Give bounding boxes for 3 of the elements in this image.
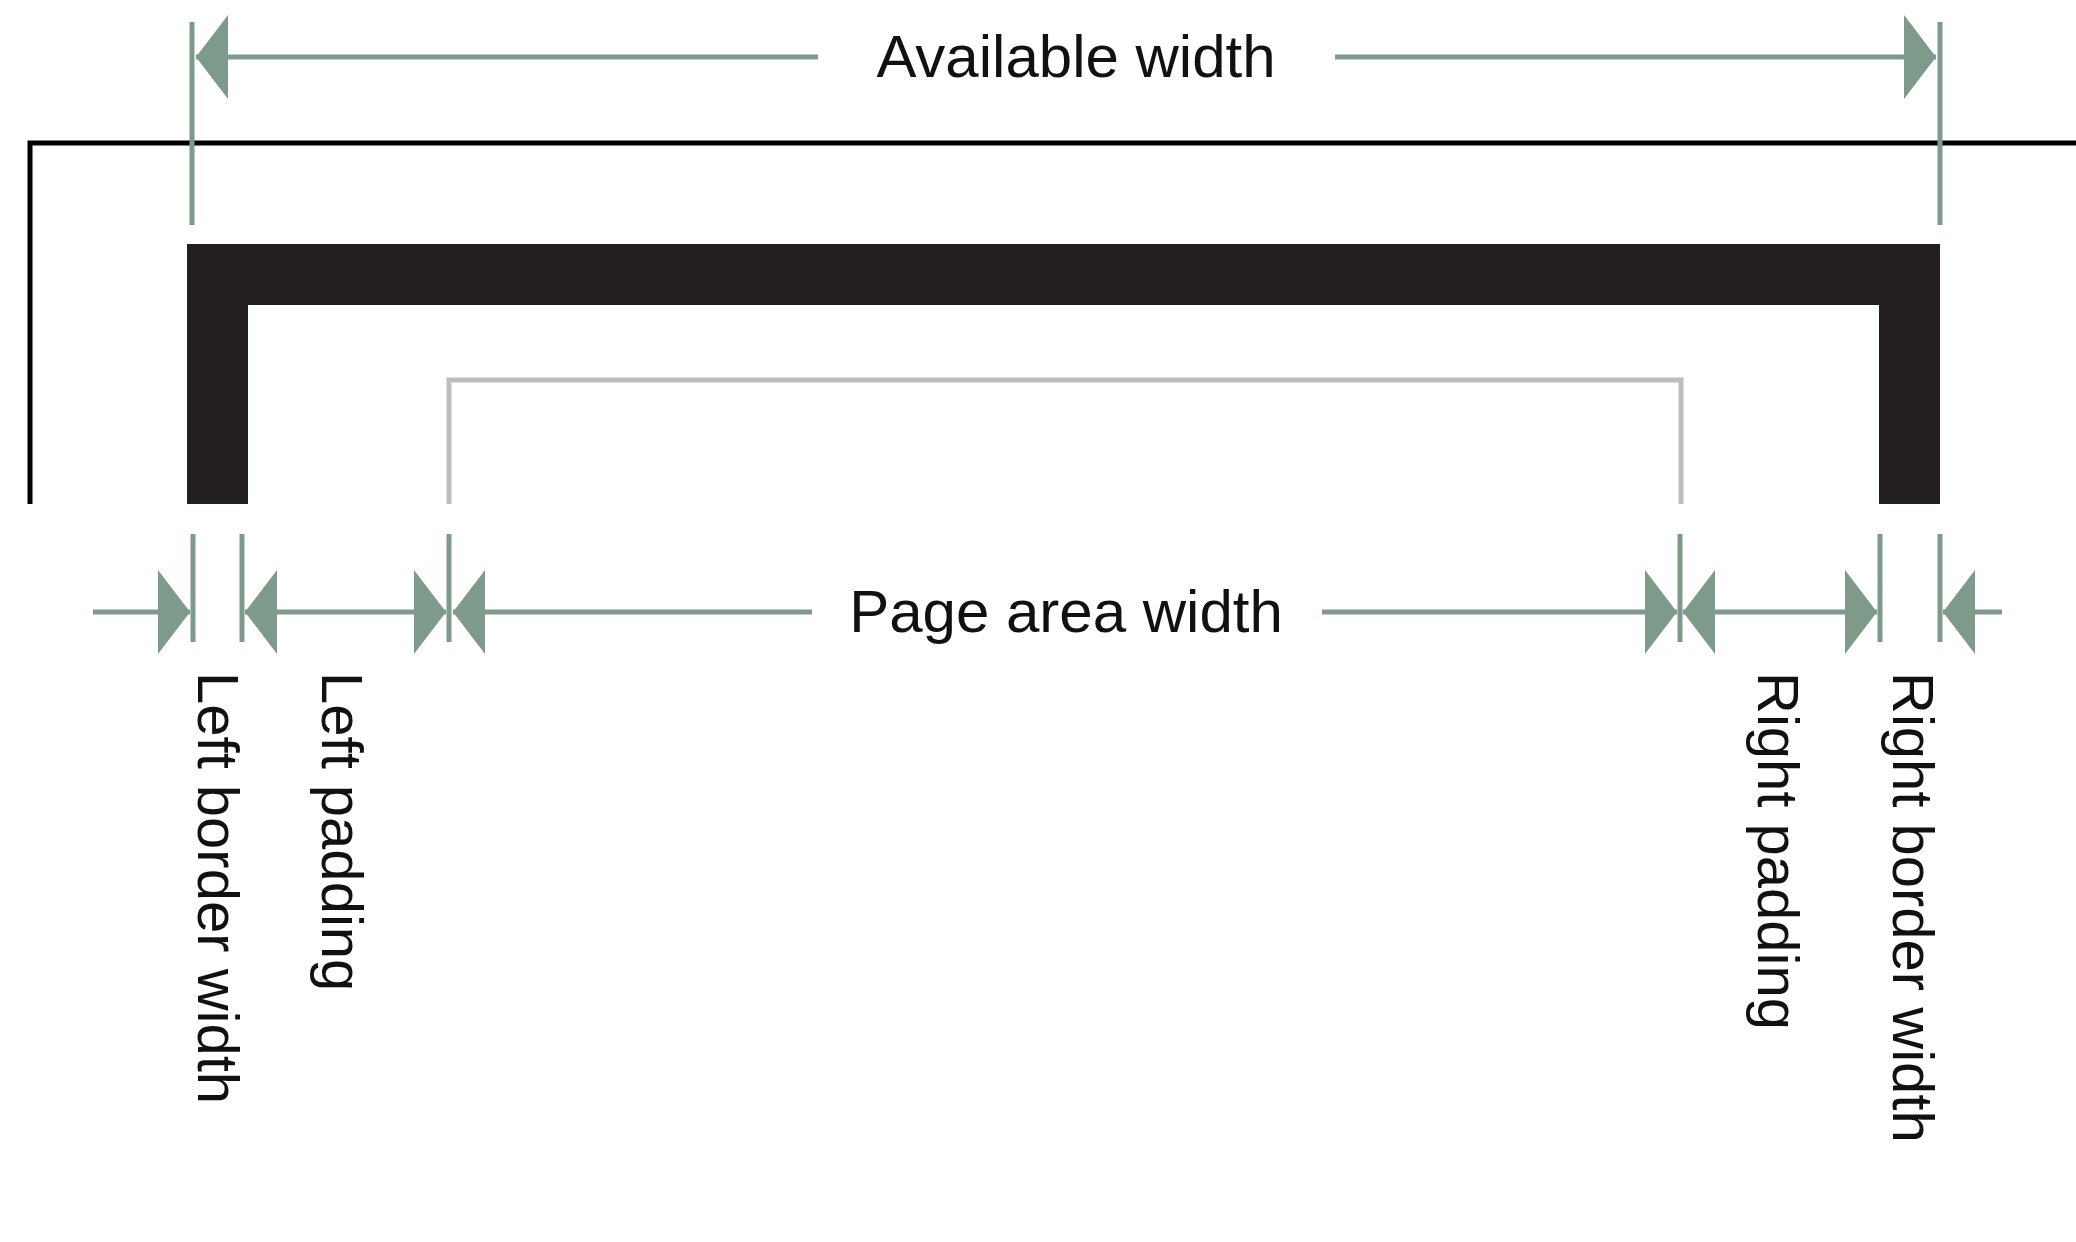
dimension-label: Page area width <box>849 582 1283 642</box>
dimension-label: Left border width <box>189 672 247 1105</box>
dimension-label: Available width <box>876 27 1276 87</box>
